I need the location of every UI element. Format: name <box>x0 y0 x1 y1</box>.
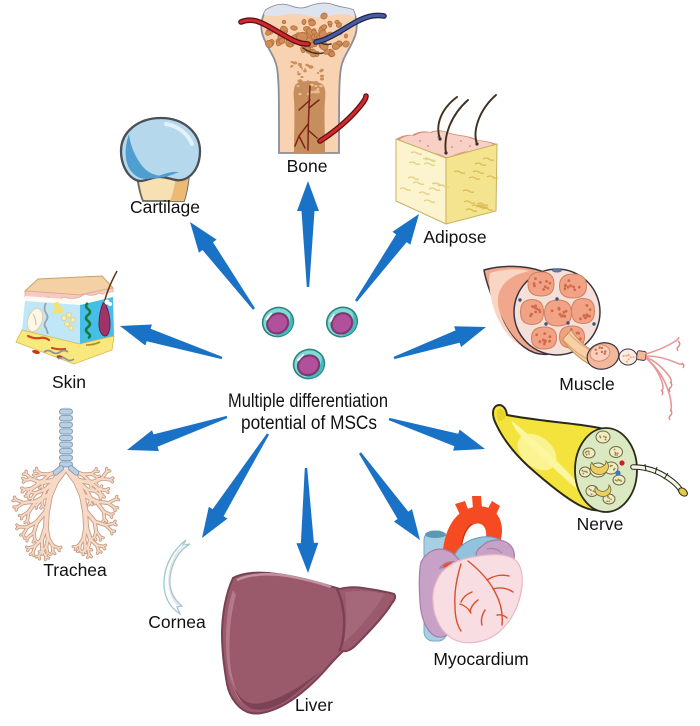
svg-text:Trachea: Trachea <box>43 560 107 580</box>
svg-text:Skin: Skin <box>52 372 86 392</box>
svg-text:Myocardium: Myocardium <box>433 649 528 669</box>
svg-text:Liver: Liver <box>295 695 333 715</box>
svg-text:Cartilage: Cartilage <box>130 197 200 217</box>
svg-text:Bone: Bone <box>287 156 328 176</box>
svg-text:Nerve: Nerve <box>577 514 624 534</box>
svg-text:Adipose: Adipose <box>423 227 486 247</box>
svg-text:potential of MSCs: potential of MSCs <box>241 413 377 434</box>
svg-text:Cornea: Cornea <box>148 612 206 632</box>
svg-text:Multiple differentiation: Multiple differentiation <box>228 391 388 412</box>
svg-text:Muscle: Muscle <box>559 374 614 394</box>
